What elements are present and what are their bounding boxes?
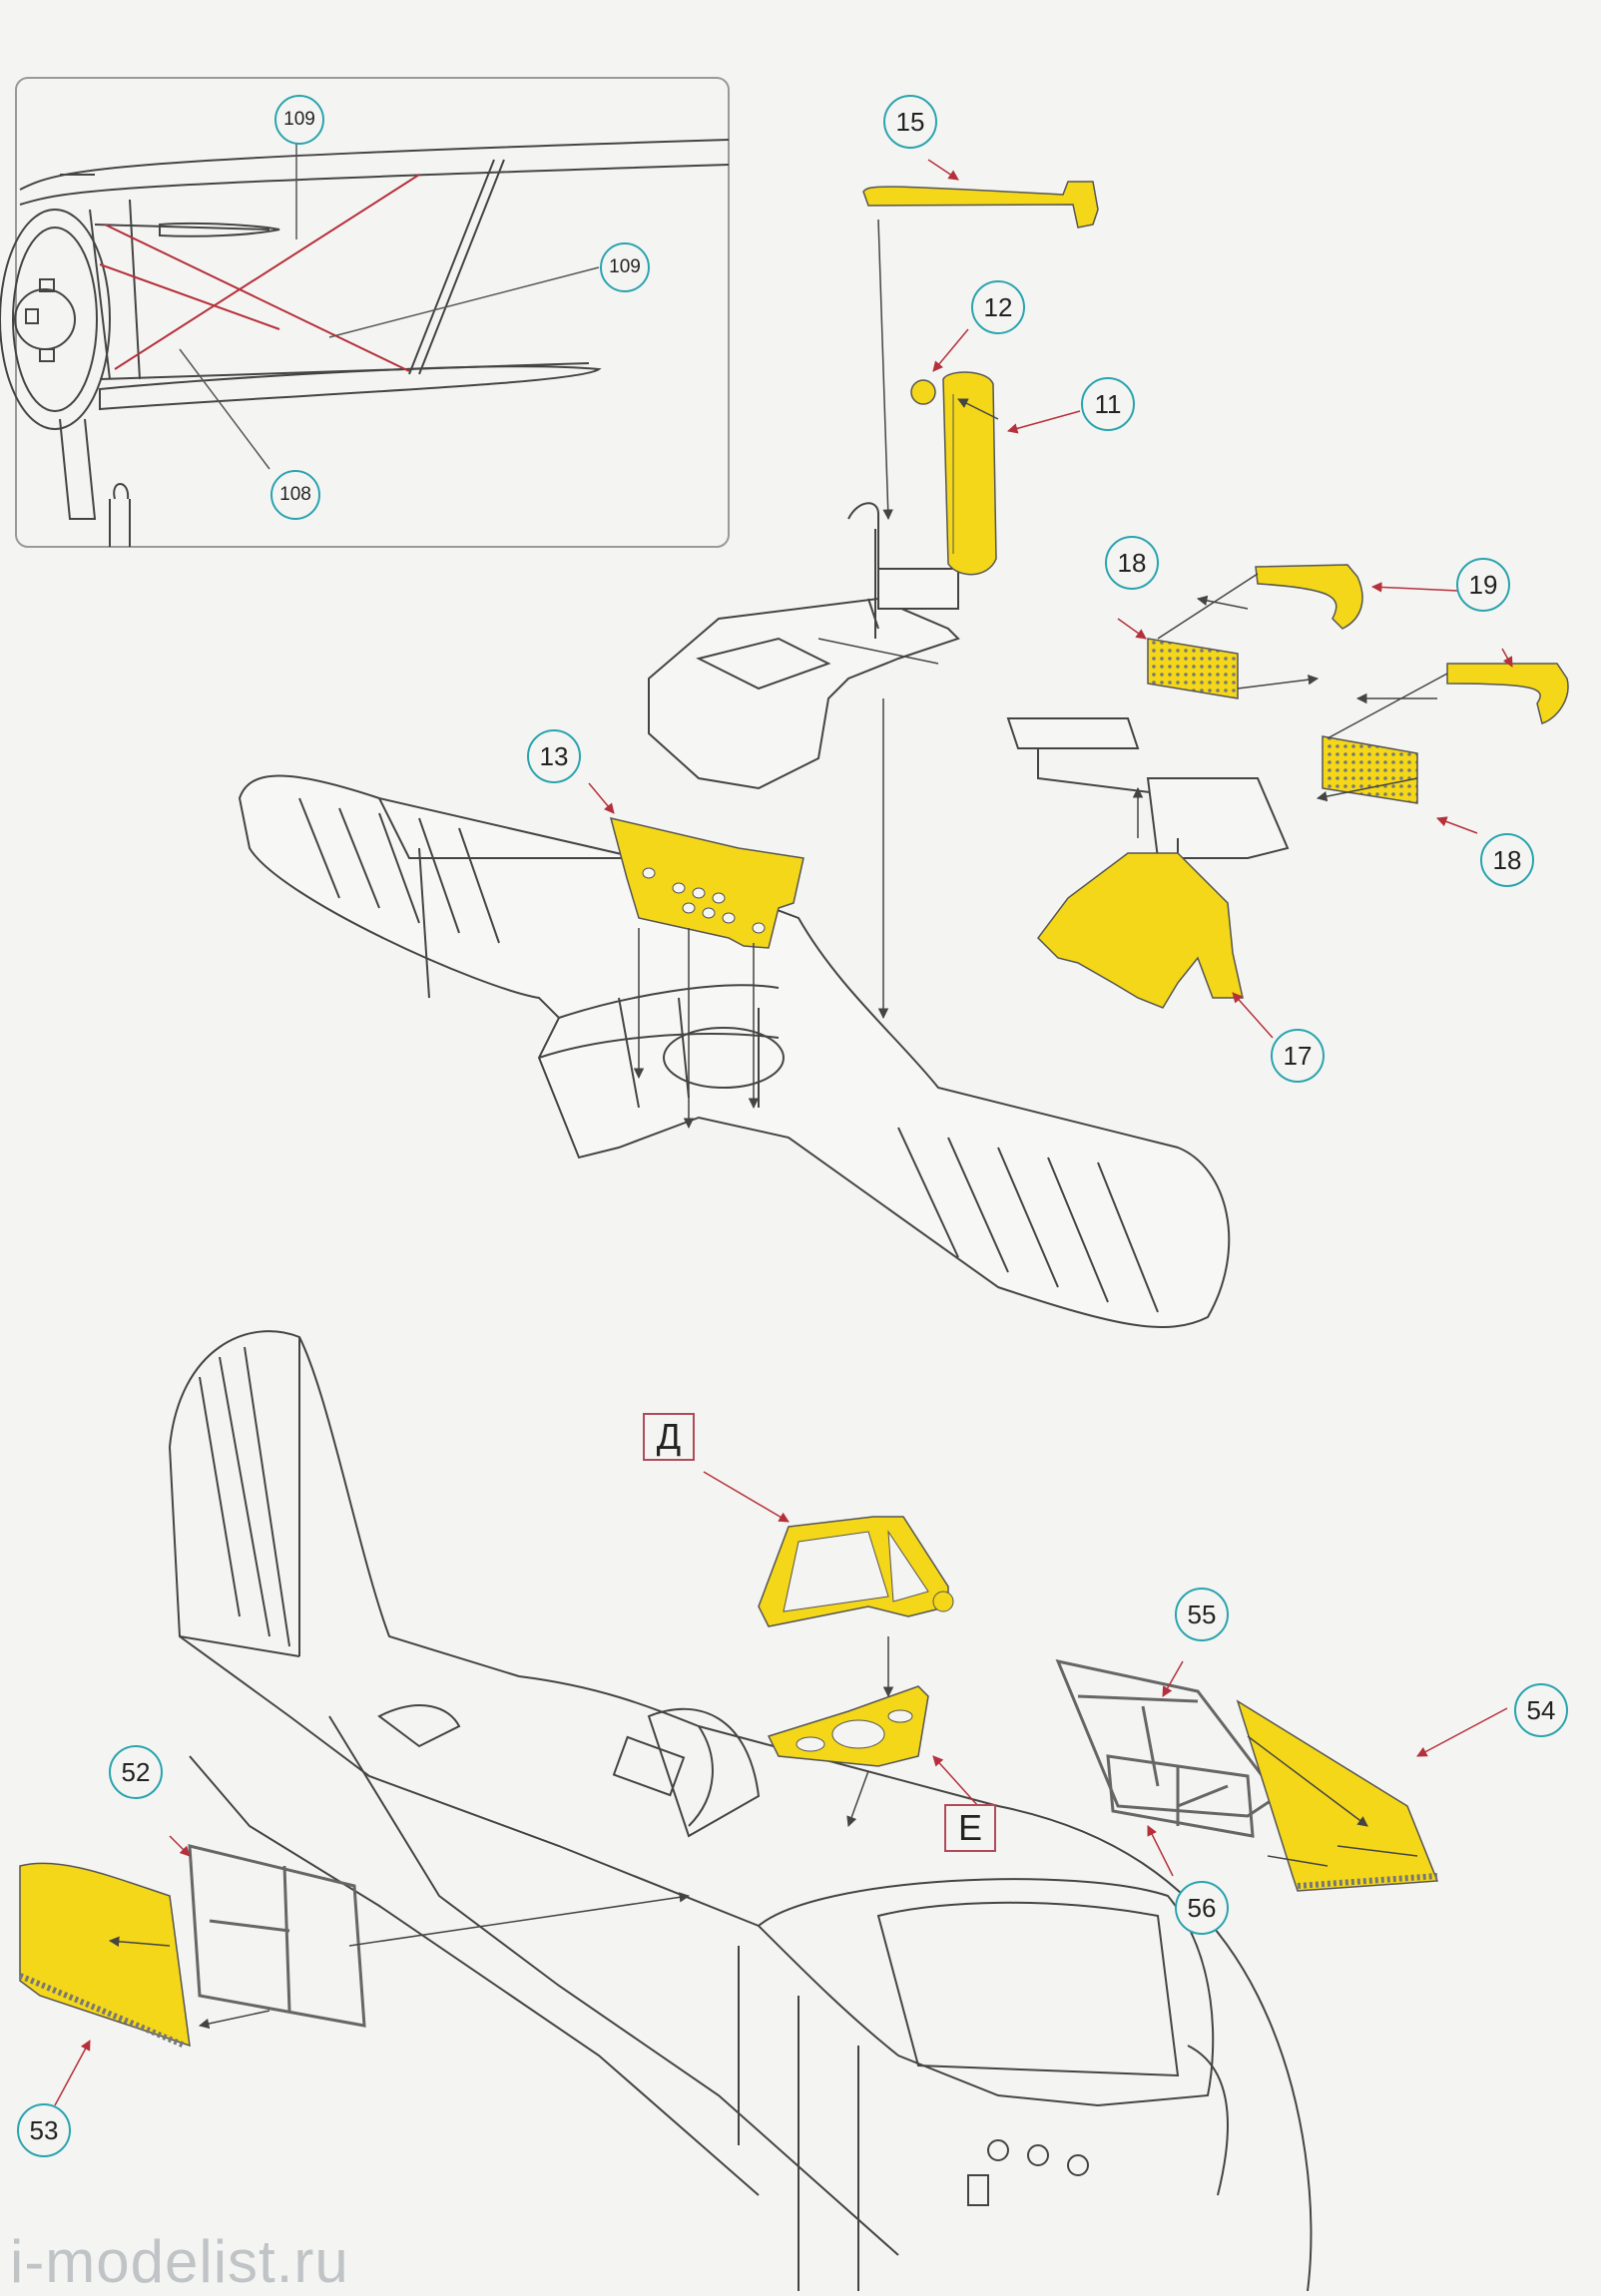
etched-part-e — [767, 1685, 929, 1767]
callout-54: 54 — [1514, 1683, 1568, 1737]
lower-leaders-red — [54, 1471, 1508, 2106]
callout-55: 55 — [1175, 1588, 1229, 1641]
callout-19: 19 — [1456, 558, 1510, 612]
etched-part-15 — [862, 181, 1099, 229]
callout-53: 53 — [17, 2103, 71, 2157]
label-box-d: Д — [643, 1413, 695, 1461]
callout-leaders-red — [588, 159, 1513, 1039]
watermark: i-modelist.ru — [10, 2228, 349, 2295]
upper-arrows — [633, 219, 1448, 1130]
callout-109-upper: 109 — [274, 95, 324, 145]
callout-109-right: 109 — [600, 242, 650, 292]
rigging-inset — [0, 77, 730, 548]
etched-part-18 — [1147, 638, 1418, 804]
callout-12: 12 — [971, 280, 1025, 334]
etched-part-17 — [1037, 852, 1244, 1009]
fuselage-drawing — [169, 1330, 1313, 2291]
callout-18-lower: 18 — [1480, 833, 1534, 887]
callout-15: 15 — [883, 95, 937, 149]
etched-panel-53 — [18, 1862, 191, 2049]
etched-frame-55 — [1055, 1658, 1281, 1818]
callout-17: 17 — [1271, 1029, 1325, 1083]
callout-13: 13 — [527, 729, 581, 783]
callout-18-upper: 18 — [1105, 536, 1159, 590]
etched-frame-52 — [188, 1844, 366, 2028]
label-box-e: Е — [944, 1804, 996, 1852]
etched-panel-54 — [1236, 1699, 1439, 1892]
etched-part-19 — [1255, 564, 1569, 724]
callout-52: 52 — [109, 1745, 163, 1799]
callout-108: 108 — [270, 470, 320, 520]
etched-canopy-frame — [758, 1516, 954, 1627]
etched-frame-56 — [1106, 1754, 1255, 1838]
callout-56: 56 — [1175, 1881, 1229, 1935]
cockpit-floor-assembly — [238, 502, 1290, 1328]
callout-11: 11 — [1081, 377, 1135, 431]
etched-part-13 — [609, 816, 804, 949]
etched-part-12 — [910, 379, 936, 405]
lower-arrows — [108, 1636, 1418, 2030]
etched-part-11 — [942, 371, 997, 576]
